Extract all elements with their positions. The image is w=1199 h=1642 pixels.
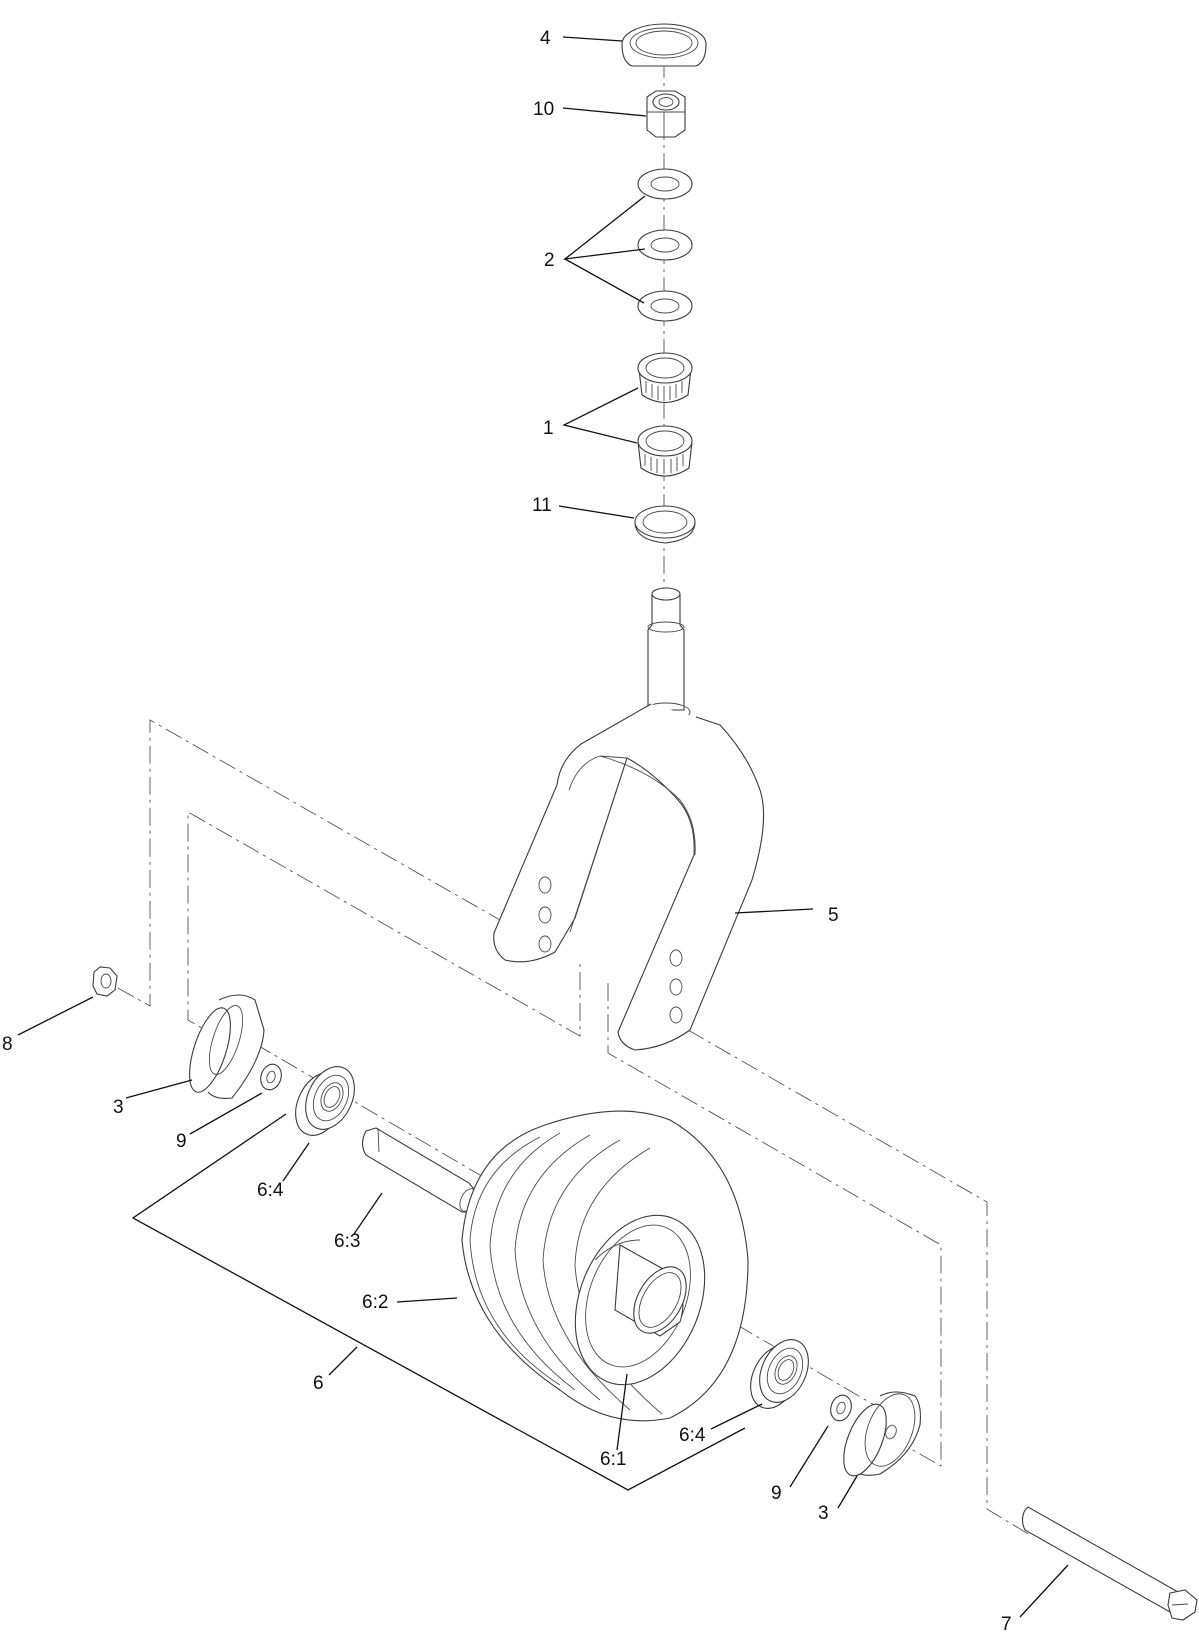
part-hex-nut[interactable] — [92, 966, 118, 997]
callout-4: 4 — [540, 28, 551, 49]
callout-6-4-left: 6:4 — [257, 1180, 284, 1201]
washer-bottom — [637, 290, 693, 322]
washer-middle — [637, 229, 693, 261]
part-hex-bolt[interactable] — [1021, 1506, 1198, 1621]
callout-7: 7 — [1001, 1614, 1012, 1635]
callout-8: 8 — [2, 1034, 13, 1055]
callout-6-3: 6:3 — [334, 1231, 360, 1252]
washer-top — [637, 168, 693, 200]
part-wheel-hub[interactable] — [551, 1196, 728, 1404]
part-thrust-washers[interactable] — [637, 168, 693, 322]
leader-lines — [17, 36, 1069, 1618]
part-dust-cap[interactable] — [621, 23, 707, 67]
callout-6-4-right: 6:4 — [679, 1425, 706, 1446]
callout-1: 1 — [543, 418, 554, 439]
part-washer-left[interactable] — [257, 1062, 284, 1093]
part-tapered-bearings[interactable] — [637, 352, 693, 477]
part-washer-right[interactable] — [827, 1393, 854, 1424]
part-caster-fork[interactable] — [493, 587, 765, 1051]
callout-3-right: 3 — [818, 1503, 829, 1524]
part-lock-nut[interactable] — [646, 90, 686, 138]
callout-10: 10 — [533, 99, 554, 120]
callout-11: 11 — [532, 495, 552, 516]
callout-6: 6 — [313, 1373, 324, 1394]
callout-6-2: 6:2 — [362, 1292, 388, 1313]
bearing-upper — [637, 352, 693, 404]
part-spacer-cap-left[interactable] — [181, 994, 265, 1099]
bearing-lower — [637, 425, 693, 477]
callout-9-left: 9 — [176, 1131, 187, 1152]
callout-6-1: 6:1 — [600, 1449, 626, 1470]
callout-9-right: 9 — [771, 1483, 782, 1504]
callout-labels: 4 10 2 1 11 5 8 3 9 6:4 6:3 6:2 6 6:1 6:… — [2, 28, 1012, 1635]
part-ball-bearing-left[interactable] — [286, 1059, 364, 1143]
part-bearing-cup[interactable] — [634, 505, 696, 544]
callout-5: 5 — [828, 905, 839, 926]
part-ball-bearing-right[interactable] — [741, 1332, 818, 1416]
callout-2: 2 — [544, 250, 555, 271]
callout-3-left: 3 — [113, 1097, 124, 1118]
part-spacer-cap-right[interactable] — [835, 1387, 925, 1482]
